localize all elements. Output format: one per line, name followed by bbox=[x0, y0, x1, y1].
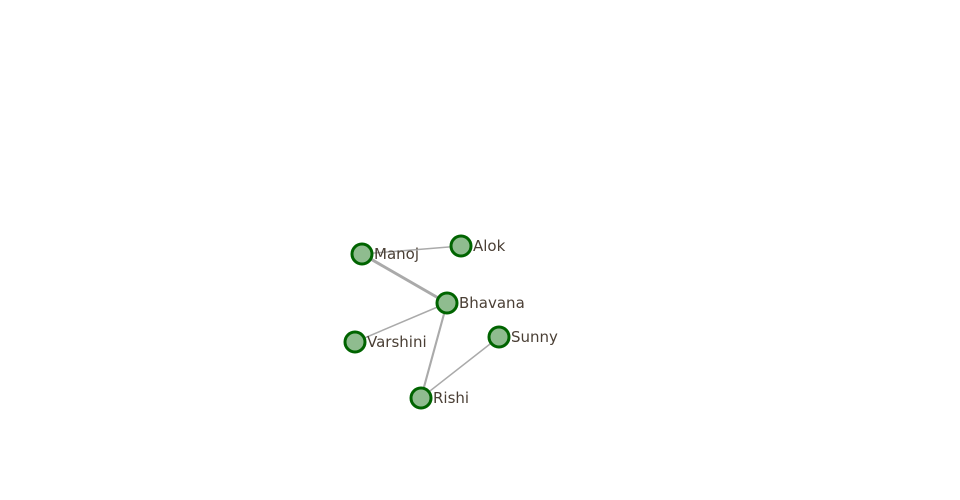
node-circle[interactable] bbox=[435, 291, 459, 315]
node-label: Varshini bbox=[367, 333, 427, 351]
node-manoj[interactable]: Manoj bbox=[350, 242, 419, 266]
link-manoj-alok bbox=[361, 245, 462, 255]
link-bhavana-rishi bbox=[419, 301, 449, 400]
node-bhavana[interactable]: Bhavana bbox=[435, 291, 525, 315]
node-label: Manoj bbox=[374, 245, 419, 263]
link-rishi-sunny bbox=[420, 336, 500, 399]
node-alok[interactable]: Alok bbox=[449, 234, 506, 258]
link-bhavana-varshini bbox=[354, 302, 448, 343]
link-manoj-bhavana bbox=[360, 252, 449, 305]
node-circle[interactable] bbox=[343, 330, 367, 354]
node-circle[interactable] bbox=[449, 234, 473, 258]
node-circle[interactable] bbox=[350, 242, 374, 266]
links-layer bbox=[354, 245, 500, 400]
node-label: Alok bbox=[473, 237, 506, 255]
node-label: Sunny bbox=[511, 328, 558, 346]
node-circle[interactable] bbox=[487, 325, 511, 349]
node-circle[interactable] bbox=[409, 386, 433, 410]
node-rishi[interactable]: Rishi bbox=[409, 386, 469, 410]
node-label: Bhavana bbox=[459, 294, 525, 312]
node-varshini[interactable]: Varshini bbox=[343, 330, 427, 354]
node-label: Rishi bbox=[433, 389, 469, 407]
node-sunny[interactable]: Sunny bbox=[487, 325, 558, 349]
